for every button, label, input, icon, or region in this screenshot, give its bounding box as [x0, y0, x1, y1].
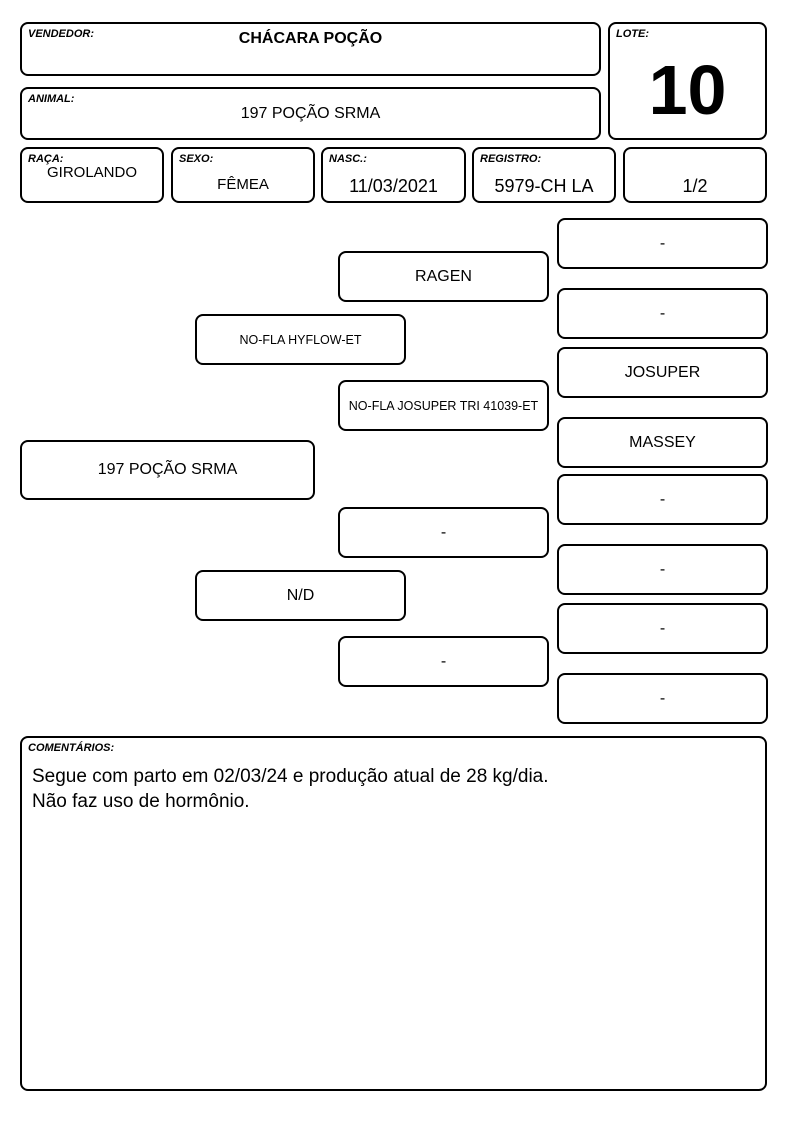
animal-label: ANIMAL: [28, 93, 75, 105]
raca-box: RAÇA: GIROLANDO [20, 147, 164, 203]
pedigree-great-grandparent: MASSEY [557, 417, 768, 468]
sexo-value: FÊMEA [217, 176, 269, 193]
pedigree-great-grandparent: - [557, 544, 768, 595]
comments-text: Segue com parto em 02/03/24 e produção a… [32, 764, 549, 814]
nasc-label: NASC.: [329, 153, 367, 165]
fracao-value: 1/2 [682, 176, 708, 196]
pedigree-sire-sire: RAGEN [338, 251, 549, 302]
sexo-label: SEXO: [179, 153, 214, 165]
pedigree-great-grandparent: - [557, 673, 768, 724]
pedigree-dam: N/D [195, 570, 406, 621]
animal-box: ANIMAL: 197 POÇÃO SRMA [20, 87, 601, 140]
vendedor-label: VENDEDOR: [28, 28, 95, 40]
pedigree-sire: NO-FLA HYFLOW-ET [195, 314, 406, 365]
comments-box: COMENTÁRIOS: Segue com parto em 02/03/24… [20, 736, 767, 1091]
pedigree-animal: 197 POÇÃO SRMA [20, 440, 315, 500]
pedigree-great-grandparent: - [557, 288, 768, 339]
registro-value: 5979-CH LA [494, 176, 594, 196]
pedigree-sire-dam: NO-FLA JOSUPER TRI 41039-ET [338, 380, 549, 431]
animal-value: 197 POÇÃO SRMA [240, 105, 381, 122]
pedigree-great-grandparent: - [557, 474, 768, 525]
lote-value: 10 [648, 51, 727, 129]
lote-box: LOTE: 10 [608, 22, 767, 140]
vendedor-value: CHÁCARA POÇÃO [238, 30, 383, 47]
pedigree-great-grandparent: JOSUPER [557, 347, 768, 398]
sexo-box: SEXO: FÊMEA [171, 147, 315, 203]
pedigree-dam-dam: - [338, 636, 549, 687]
registro-label: REGISTRO: [480, 153, 542, 165]
comment-line: Não faz uso de hormônio. [32, 791, 250, 812]
raca-value: GIROLANDO [46, 164, 137, 181]
pedigree-great-grandparent: - [557, 218, 768, 269]
raca-label: RAÇA: [28, 153, 64, 165]
vendedor-box: VENDEDOR: CHÁCARA POÇÃO [20, 22, 601, 76]
nasc-box: NASC.: 11/03/2021 [321, 147, 466, 203]
nasc-value: 11/03/2021 [349, 176, 438, 196]
comments-label: COMENTÁRIOS: [28, 742, 115, 754]
comment-line: Segue com parto em 02/03/24 e produção a… [32, 766, 549, 787]
lote-label: LOTE: [616, 28, 649, 40]
registro-box: REGISTRO: 5979-CH LA [472, 147, 616, 203]
pedigree-dam-sire: - [338, 507, 549, 558]
pedigree-great-grandparent: - [557, 603, 768, 654]
fracao-box: 1/2 [623, 147, 767, 203]
